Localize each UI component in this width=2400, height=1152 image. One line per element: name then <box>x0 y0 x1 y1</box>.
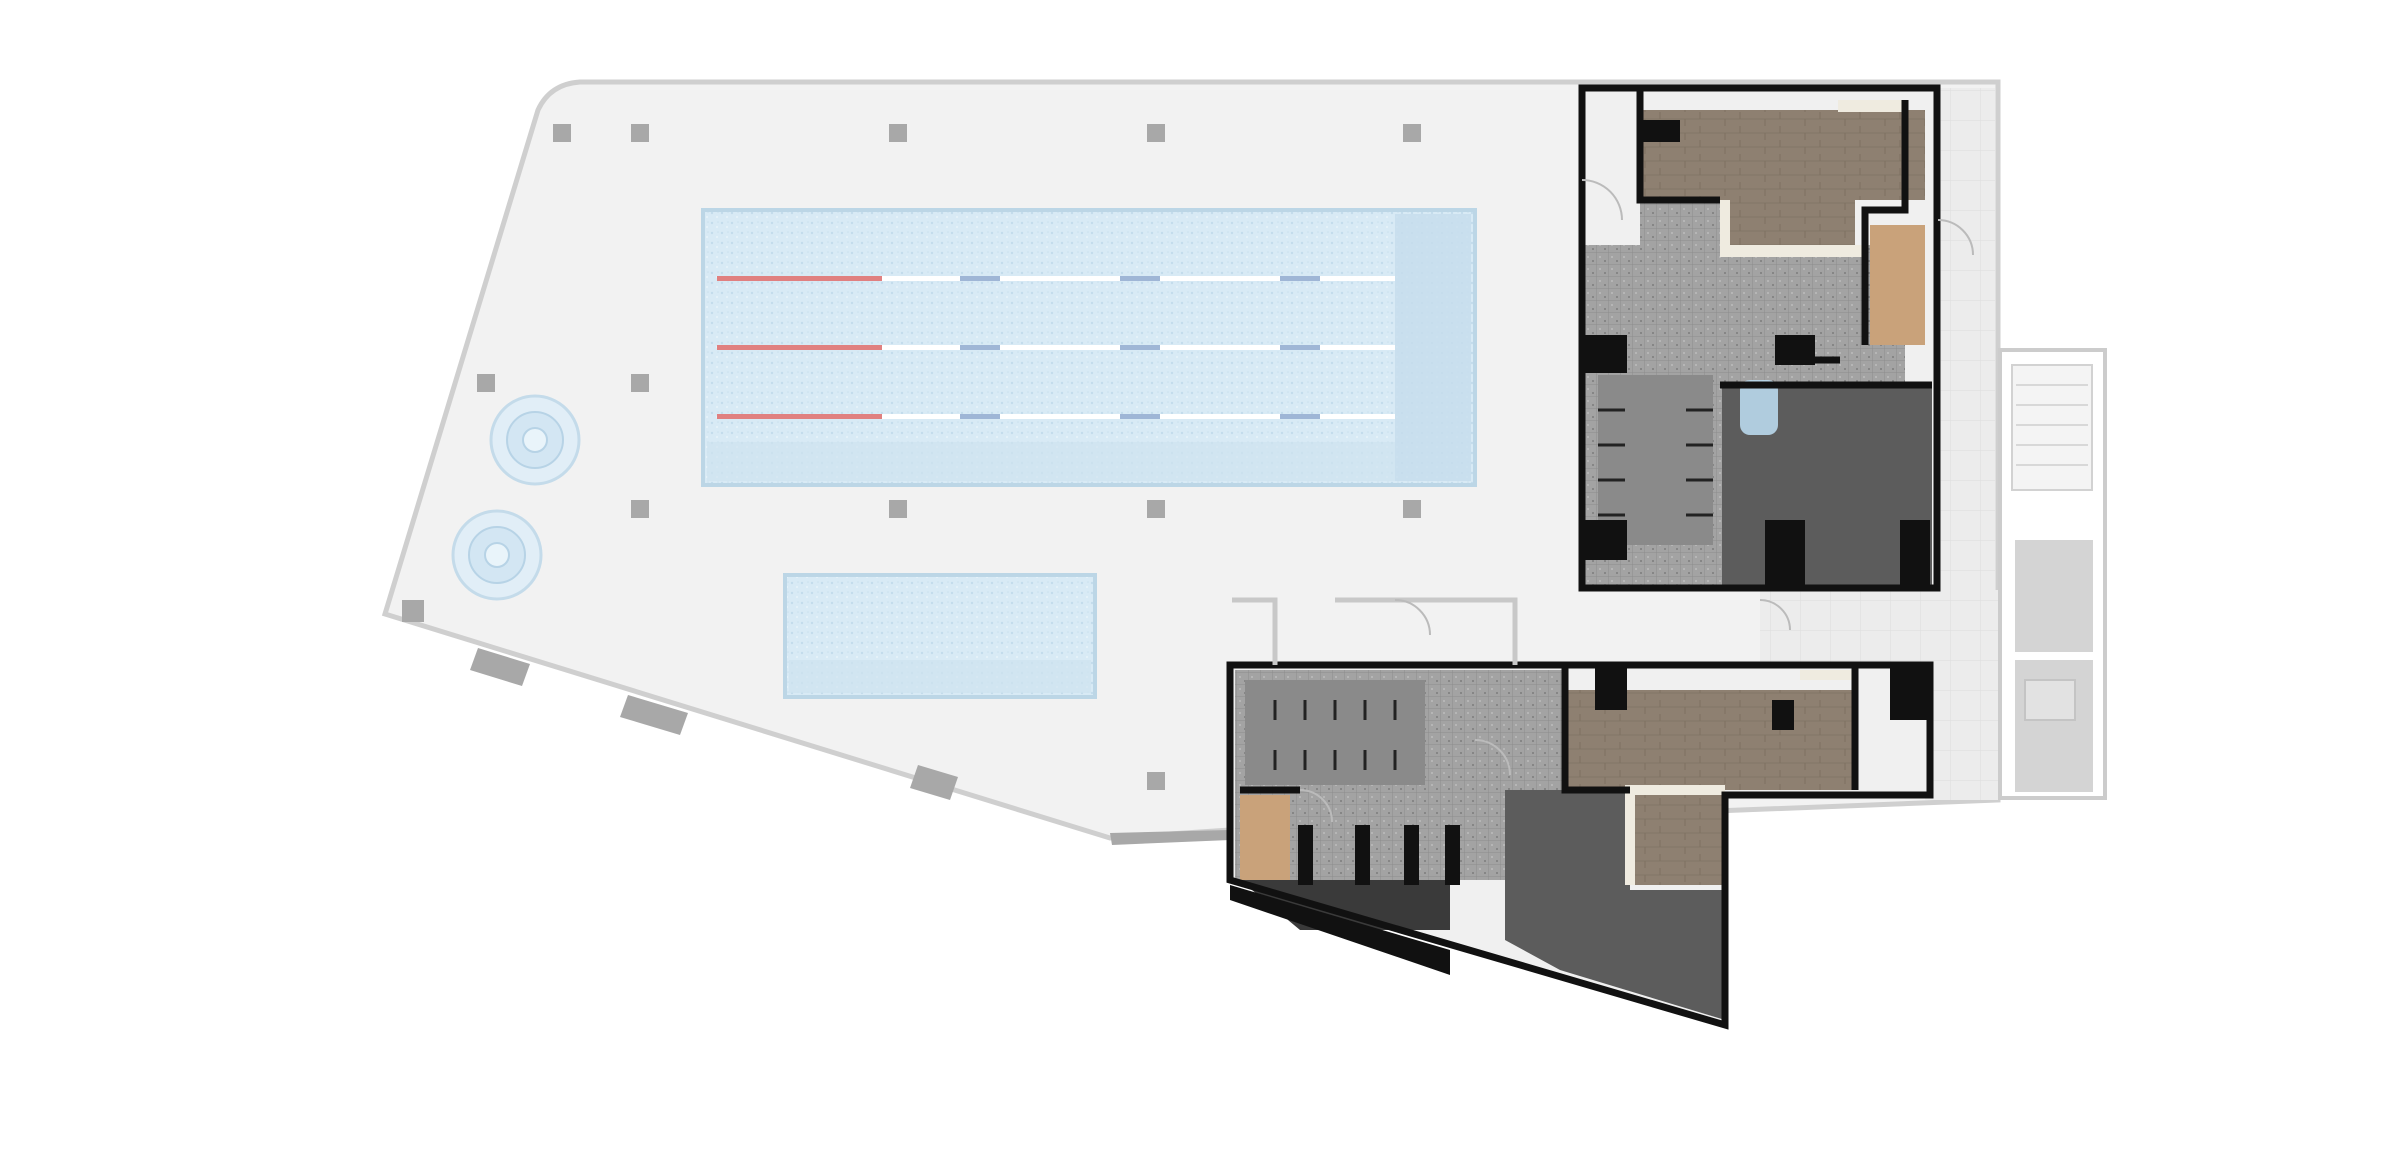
lane-rope <box>717 276 1395 281</box>
lounge-wood-floor <box>1635 790 1725 885</box>
vanity-counter <box>1800 670 1855 680</box>
column <box>889 124 907 142</box>
shower-partitions <box>1598 408 1713 517</box>
vanity-counter <box>1625 785 1725 795</box>
lane-rope <box>717 345 1395 350</box>
door-swing <box>1581 179 1623 221</box>
lap-pool-deep-end <box>1395 214 1471 481</box>
column <box>1147 500 1165 518</box>
door-swing <box>1299 789 1333 823</box>
column <box>1403 124 1421 142</box>
lap-pool-shallow-steps <box>707 442 1395 481</box>
column <box>1147 772 1165 790</box>
column <box>631 374 649 392</box>
column <box>889 500 907 518</box>
door-swings <box>1299 179 1974 823</box>
south-changing-suite <box>1226 597 1934 1030</box>
column <box>1110 830 1230 845</box>
whirlpool <box>489 394 581 486</box>
steam-room <box>1505 790 1725 1020</box>
plunge-pool <box>1740 380 1778 435</box>
corridor-floor <box>1760 590 2000 665</box>
column <box>620 695 688 735</box>
column <box>631 500 649 518</box>
lounge-wood-floor <box>1640 110 1925 200</box>
north-changing-suite <box>1578 84 1941 592</box>
whirlpool <box>451 509 543 601</box>
door-swing <box>1937 219 1974 256</box>
stair-flight <box>2011 364 2093 491</box>
column <box>1403 500 1421 518</box>
vanity-counter <box>1720 245 1865 257</box>
suite-wall-blocks <box>1582 120 1930 588</box>
suite-wall-blocks <box>1230 665 1930 975</box>
column <box>631 124 649 142</box>
door-swing <box>1759 599 1791 631</box>
stair-treads <box>2016 384 2088 466</box>
lane-rope <box>717 414 1395 419</box>
wet-area-tile <box>1640 200 1725 250</box>
door-swing <box>1474 739 1511 776</box>
lounge-wood-floor <box>1725 200 1855 245</box>
sauna <box>1240 795 1290 880</box>
door-swing <box>1394 599 1431 636</box>
column <box>1147 124 1165 142</box>
column <box>910 765 958 800</box>
vanity-counter <box>1720 200 1730 255</box>
whirlpools <box>451 394 581 601</box>
column <box>402 600 424 622</box>
column <box>470 648 530 686</box>
shower-stalls <box>1598 375 1713 545</box>
small-pool <box>783 573 1097 699</box>
deck-columns <box>402 124 1421 845</box>
column <box>553 124 571 142</box>
east-corridor <box>1760 88 2107 800</box>
elevator-shaft <box>2015 540 2093 652</box>
corridor-floor <box>1925 665 2000 800</box>
vanity-counter <box>1625 785 1635 885</box>
vanity-counter <box>1838 100 1908 112</box>
lap-pool <box>701 208 1477 487</box>
sauna <box>1870 225 1925 345</box>
column <box>477 374 495 392</box>
